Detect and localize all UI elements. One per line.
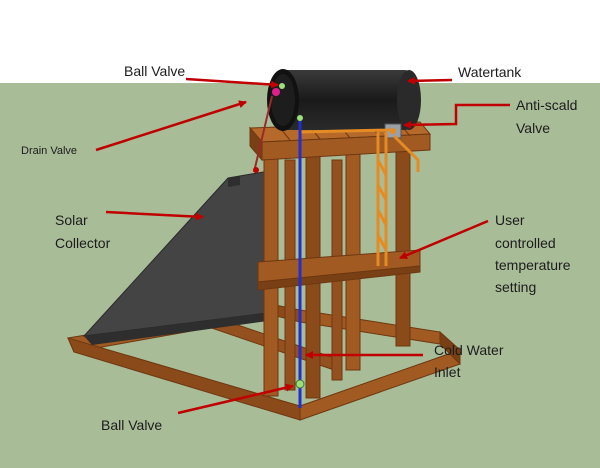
label-user-line2: controlled <box>495 235 556 251</box>
label-solar-line2: Collector <box>55 235 111 251</box>
label-watertank: Watertank <box>458 64 522 80</box>
label-ball-valve-top: Ball Valve <box>124 63 186 79</box>
ball-valve-bottom-icon <box>295 379 305 389</box>
arrow-solar-collector <box>105 210 204 221</box>
inlet-marker-icon <box>297 115 303 121</box>
arrow-ball-valve-top <box>185 77 279 89</box>
ball-valve-top-icon <box>272 88 280 96</box>
ball-valve-top-handle-icon <box>279 83 285 89</box>
label-ball-valve-bottom: Ball Valve <box>101 417 163 433</box>
drain-pipe <box>253 95 273 173</box>
label-user-line3: temperature <box>495 257 571 273</box>
copper-pipes <box>299 128 420 266</box>
label-drain-valve: Drain Valve <box>21 145 78 157</box>
label-anti-scald-line1: Anti-scald <box>516 97 578 113</box>
label-cold-water-line2: Inlet <box>434 364 461 380</box>
label-user-line1: User <box>495 212 525 228</box>
label-cold-water-line1: Cold Water <box>434 342 504 358</box>
label-solar-line1: Solar <box>55 212 88 228</box>
solar-collector <box>82 169 276 345</box>
water-tank <box>267 69 421 131</box>
label-anti-scald-line2: Valve <box>516 120 550 136</box>
arrow-watertank <box>407 76 453 85</box>
arrow-ball-valve-bottom <box>177 383 294 415</box>
label-user-line4: setting <box>495 279 537 295</box>
arrow-user-temperature <box>399 219 489 260</box>
arrow-drain-valve <box>95 100 247 152</box>
arrow-anti-scald <box>403 103 510 129</box>
annotation-arrows <box>95 76 510 415</box>
tower-frame <box>248 121 432 399</box>
